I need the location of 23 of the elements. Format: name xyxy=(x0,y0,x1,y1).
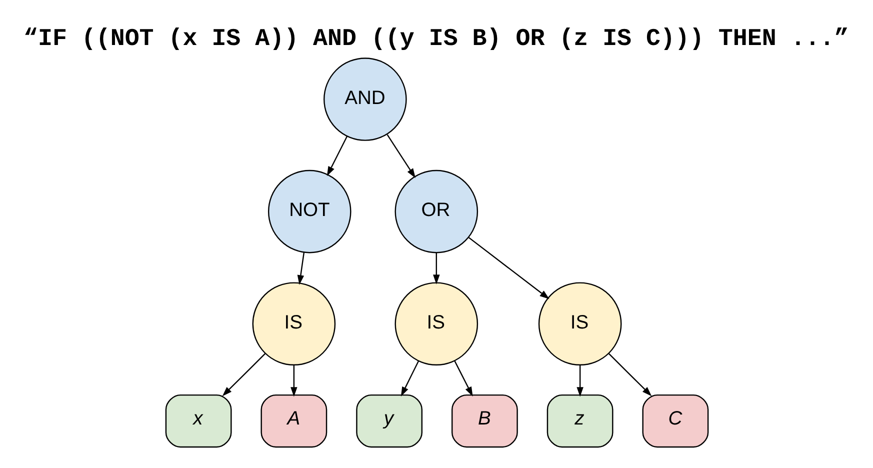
arrow xyxy=(222,352,266,396)
arrow xyxy=(400,360,419,396)
arrow xyxy=(326,135,348,176)
arrow xyxy=(576,364,583,396)
node-box: z xyxy=(546,394,613,448)
node-circle: IS xyxy=(252,282,336,365)
node-box: B xyxy=(450,394,518,448)
node-box: x xyxy=(164,394,232,448)
arrow xyxy=(290,364,297,396)
node-box: C xyxy=(642,394,708,448)
node-box: A xyxy=(260,394,327,448)
arrow xyxy=(608,352,652,396)
arrow xyxy=(468,236,549,299)
arrow xyxy=(296,252,304,284)
node-circle: OR xyxy=(394,169,478,253)
arrow xyxy=(386,134,415,178)
node-circle: AND xyxy=(323,57,406,140)
node-circle: NOT xyxy=(267,169,351,253)
arrow xyxy=(432,252,440,284)
node-box: y xyxy=(356,394,422,448)
diagram-title: “IF ((NOT (x IS A)) AND ((y IS B) OR (z IS C))) THEN ...” xyxy=(22,25,848,52)
arrow xyxy=(454,360,472,396)
node-circle: IS xyxy=(394,282,478,365)
